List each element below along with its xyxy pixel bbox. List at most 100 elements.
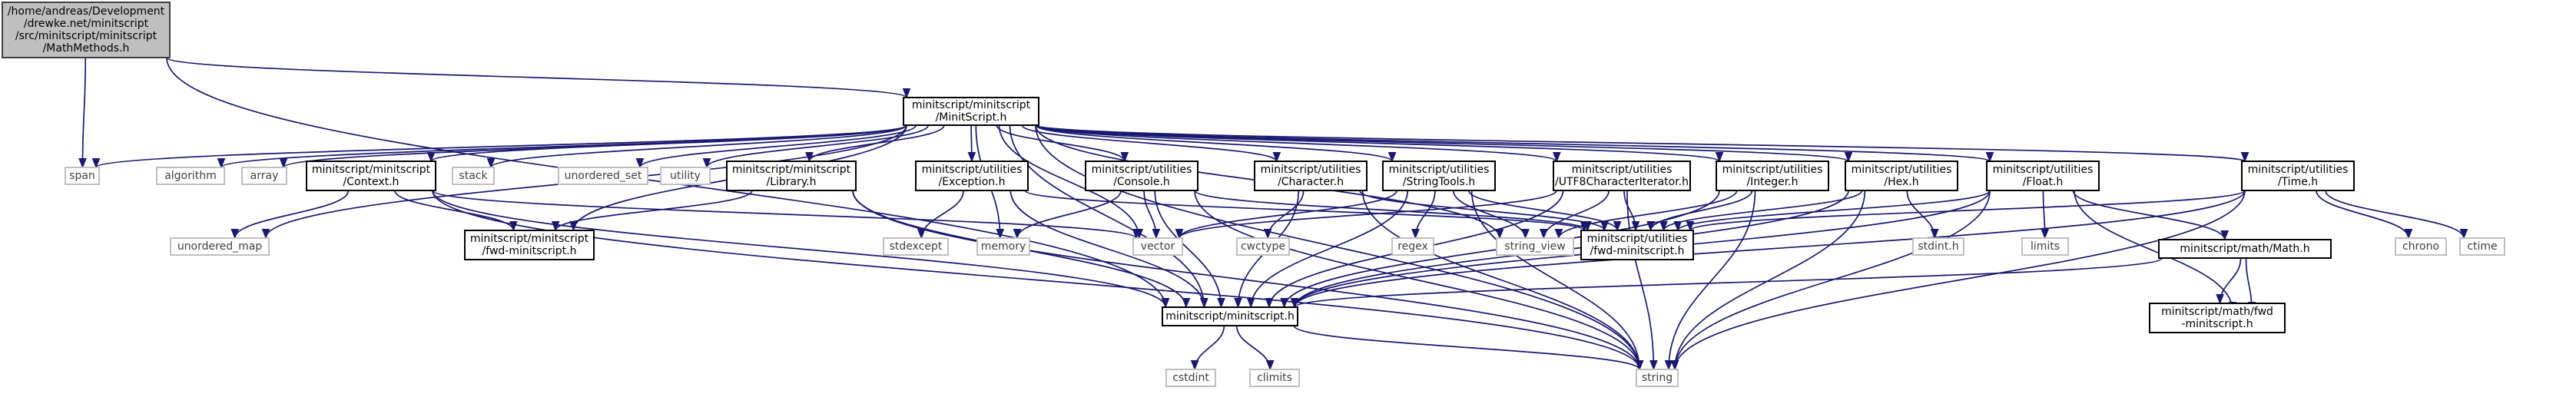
node-label: -minitscript.h xyxy=(2181,318,2253,330)
edge-console-to-fwd-utilities xyxy=(1194,190,1592,232)
node-box xyxy=(2459,237,2505,256)
edge-library-to-string xyxy=(852,190,1644,371)
node-label: string xyxy=(1642,372,1673,384)
node-label: chrono xyxy=(2402,240,2439,253)
node-math-fwd[interactable]: minitscript/math/fwd-minitscript.h xyxy=(2149,303,2286,333)
node-label: limits xyxy=(2031,240,2060,253)
node-minitscript-h[interactable]: minitscript/minitscript/MinitScript.h xyxy=(903,97,1039,126)
node-box xyxy=(1254,161,1368,191)
node-exception[interactable]: minitscript/utilities/Exception.h xyxy=(915,161,1029,191)
node-label: climits xyxy=(1257,372,1292,384)
edge-minitscript-h-to-stringtools xyxy=(1035,124,1397,163)
edge-stringtools-to-fwd-utilities xyxy=(1467,190,1622,232)
node-float[interactable]: minitscript/utilities/Float.h xyxy=(1986,161,2100,191)
node-box xyxy=(660,167,711,185)
edge-time-to-fwd-utilities xyxy=(1686,190,2246,232)
edge-minitscript-h-to-stack xyxy=(486,124,907,169)
edge-float-to-limits xyxy=(2041,190,2050,240)
node-hex[interactable]: minitscript/utilities/Hex.h xyxy=(1845,161,1958,191)
edge-minitscript-h-to-utility xyxy=(702,124,930,169)
node-chrono: chrono xyxy=(2395,237,2447,256)
node-cwctype: cwctype xyxy=(1236,237,1290,256)
node-label: regex xyxy=(1397,240,1428,253)
node-box xyxy=(1553,161,1691,191)
node-box xyxy=(2395,237,2447,256)
node-label: /MathMethods.h xyxy=(43,42,130,55)
node-label: stdint.h xyxy=(1918,240,1958,253)
node-utf8[interactable]: minitscript/utilities/UTF8CharacterItera… xyxy=(1553,161,1691,191)
node-box xyxy=(306,161,436,191)
node-label: minitscript/utilities xyxy=(1993,164,2094,176)
node-vector: vector xyxy=(1132,237,1183,256)
edge-hex-to-fwd-utilities xyxy=(1659,190,1863,232)
edge-console-to-string xyxy=(1194,190,1644,371)
node-label: minitscript/math/Math.h xyxy=(2180,243,2309,255)
node-label: ctime xyxy=(2467,240,2497,253)
node-math[interactable]: minitscript/math/Math.h xyxy=(2158,239,2332,259)
node-stdexcept: stdexcept xyxy=(883,237,949,256)
node-label: /Library.h xyxy=(767,176,817,188)
node-label: minitscript/math/fwd xyxy=(2161,306,2273,318)
node-label: cwctype xyxy=(1241,240,1285,253)
edge-integer-to-string xyxy=(1664,190,1756,371)
node-box xyxy=(1236,237,1290,256)
edge-mathmethods-to-minitscript-h xyxy=(166,57,910,99)
node-box xyxy=(1636,369,1679,387)
node-box xyxy=(883,237,949,256)
edge-context-to-vector xyxy=(432,190,1141,240)
edge-math-to-minitscript-lower xyxy=(1291,257,2163,309)
edge-minitscript-h-to-context xyxy=(427,124,907,163)
node-label: minitscript/minitscript xyxy=(912,99,1031,111)
edge-minitscript-h-to-exception xyxy=(967,124,976,163)
edge-stringtools-to-minitscript-lower xyxy=(1246,190,1409,309)
edge-time-to-minitscript-lower xyxy=(1290,190,2246,309)
edge-float-to-math xyxy=(2072,190,2230,241)
node-label: minitscript/utilities xyxy=(1587,233,1688,245)
node-label: stack xyxy=(459,170,488,182)
edge-context-to-string xyxy=(432,190,1644,371)
node-integer[interactable]: minitscript/utilities/Integer.h xyxy=(1716,161,1829,191)
node-label: minitscript/minitscript xyxy=(312,164,431,176)
edge-character-to-string xyxy=(1361,190,1644,371)
edge-minitscript-h-to-time xyxy=(1035,124,2249,163)
node-label: vector xyxy=(1141,240,1175,253)
node-console[interactable]: minitscript/utilities/Console.h xyxy=(1085,161,1198,191)
node-array: array xyxy=(241,167,287,185)
node-stdint: stdint.h xyxy=(1912,237,1964,256)
edge-float-to-fwd-utilities xyxy=(1673,190,1991,232)
node-minitscript-lower[interactable]: minitscript/minitscript.h xyxy=(1162,306,1298,326)
node-library[interactable]: minitscript/minitscript/Library.h xyxy=(726,161,857,191)
node-label: minitscript/minitscript.h xyxy=(1165,310,1295,323)
node-box xyxy=(2,2,171,58)
node-label: stdexcept xyxy=(890,240,943,253)
edge-minitscript-h-to-float xyxy=(1035,124,1994,163)
node-label: minitscript/minitscript xyxy=(732,164,851,176)
node-box xyxy=(241,167,287,185)
edge-math-to-math-fwd xyxy=(2216,257,2242,305)
node-character[interactable]: minitscript/utilities/Character.h xyxy=(1254,161,1368,191)
node-label: unordered_map xyxy=(177,240,262,253)
node-mathmethods[interactable]: /home/andreas/Development/drewke.net/min… xyxy=(2,2,171,58)
edge-stringtools-to-vector xyxy=(1175,190,1397,240)
node-box xyxy=(726,161,857,191)
edge-library-to-fwd-minitscript xyxy=(551,190,753,232)
node-box xyxy=(2241,161,2355,191)
node-fwd-minitscript[interactable]: minitscript/minitscript/fwd-minitscript.… xyxy=(464,230,595,260)
node-fwd-utilities[interactable]: minitscript/utilities/fwd-minitscript.h xyxy=(1580,230,1694,260)
node-label: /UTF8CharacterIterator.h xyxy=(1555,176,1689,188)
node-box xyxy=(1716,161,1829,191)
node-stack: stack xyxy=(452,167,495,185)
node-context[interactable]: minitscript/minitscript/Context.h xyxy=(306,161,436,191)
node-regex: regex xyxy=(1391,237,1434,256)
node-box xyxy=(1496,237,1574,256)
node-string-view: string_view xyxy=(1496,237,1574,256)
edge-console-to-minitscript-lower xyxy=(1154,190,1225,309)
node-box xyxy=(2149,303,2286,333)
node-stringtools[interactable]: minitscript/utilities/StringTools.h xyxy=(1382,161,1496,191)
edge-minitscript-lower-to-climits xyxy=(1235,325,1275,371)
edge-hex-to-stdint xyxy=(1906,190,1939,240)
node-box xyxy=(1845,161,1958,191)
node-time[interactable]: minitscript/utilities/Time.h xyxy=(2241,161,2355,191)
node-box xyxy=(156,167,225,185)
